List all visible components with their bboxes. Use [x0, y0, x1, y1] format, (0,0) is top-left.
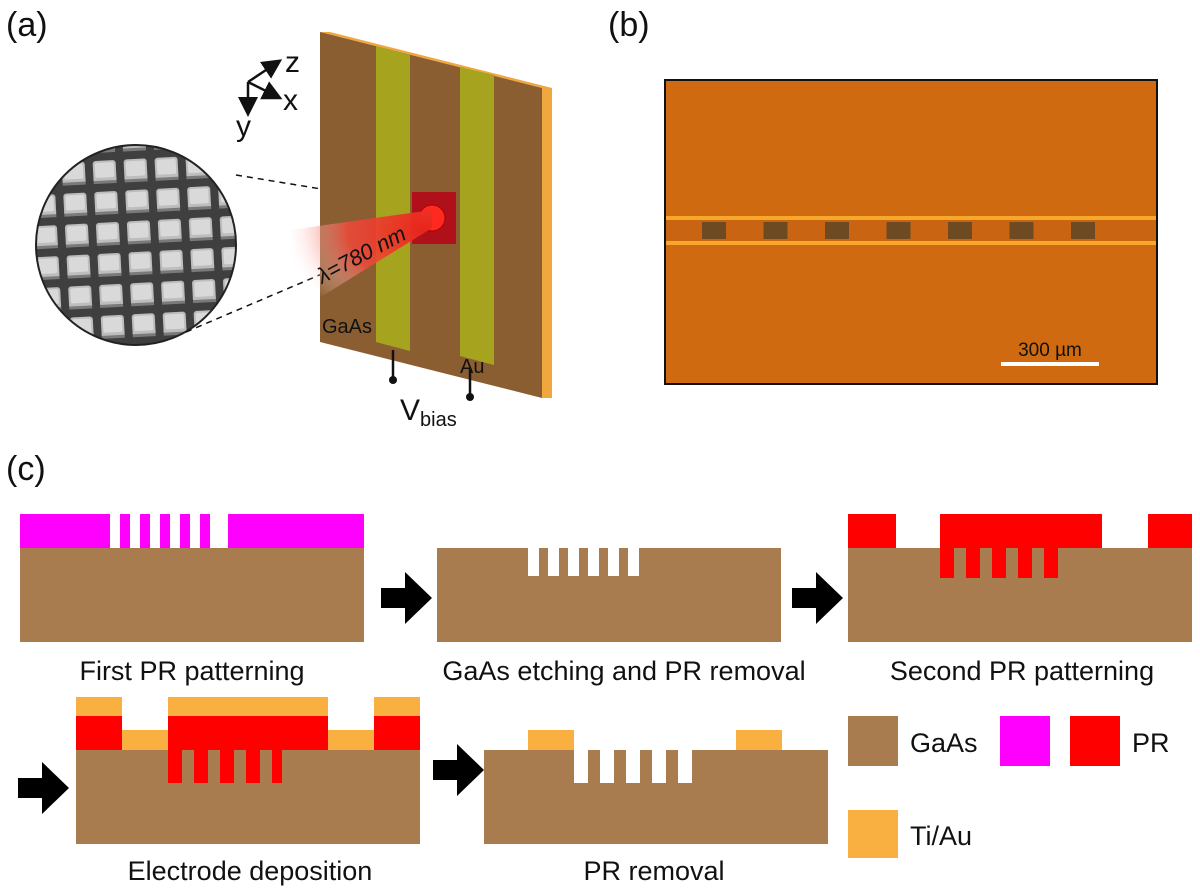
laser-beam [290, 210, 432, 310]
bias-leads: Vbias [389, 350, 474, 431]
sem-inset [35, 144, 237, 346]
step-4-diagram [76, 697, 420, 844]
axes-icon: z x y [236, 46, 300, 143]
legend-label-tiau: Ti/Au [910, 821, 972, 851]
scalebar-label: 300 µm [1018, 340, 1082, 361]
panel-b: (b) 300 µm [608, 6, 1158, 385]
detector-pad [702, 222, 726, 239]
arrow-right-icon [433, 744, 484, 796]
axis-y-label: y [236, 110, 251, 143]
step-3-caption: Second PR patterning [890, 656, 1154, 686]
electrode-line-bottom [666, 241, 1156, 245]
step-1-caption: First PR patterning [79, 656, 304, 686]
au-stripe-left [376, 46, 410, 351]
detector-pad [763, 222, 788, 239]
arrow-right-icon [18, 762, 69, 814]
legend-swatch-gaas [848, 716, 898, 766]
electrode-line-top [666, 216, 1156, 220]
legend-swatch-pr1 [1000, 716, 1050, 766]
slab-side-edge [542, 88, 552, 398]
detector-pads [702, 222, 1095, 239]
step-2-diagram [437, 548, 781, 642]
scalebar [1001, 362, 1099, 366]
panel-b-label: (b) [608, 6, 650, 44]
step-1-diagram [20, 514, 364, 642]
axis-z-label: z [285, 46, 300, 79]
detector-pad [1009, 222, 1034, 239]
legend-swatch-tiau [848, 810, 898, 858]
step-5-diagram [484, 730, 828, 844]
vbias-label: Vbias [400, 394, 457, 431]
step-2-caption: GaAs etching and PR removal [442, 656, 805, 686]
detector-pad [1071, 222, 1095, 239]
slab-top-edge [320, 32, 552, 88]
axis-x-label: x [283, 84, 298, 117]
step-3-diagram [848, 514, 1192, 642]
gaas-label: GaAs [322, 316, 372, 338]
detector-pad [825, 222, 849, 239]
detector-pad [948, 222, 972, 239]
panel-a: (a) z x y [6, 6, 552, 431]
device-slab [320, 32, 552, 398]
panel-c-label: (c) [6, 450, 46, 488]
detector-pad [886, 222, 911, 239]
au-label: Au [460, 356, 484, 378]
legend: GaAs PR Ti/Au [848, 716, 1170, 858]
step-4-caption: Electrode deposition [128, 856, 373, 886]
legend-swatch-pr2 [1070, 716, 1120, 766]
arrow-right-icon [792, 572, 843, 624]
panel-c: (c) First PR patterning GaAs etching and… [6, 450, 1192, 886]
panel-a-label: (a) [6, 6, 48, 44]
au-stripe-right [460, 67, 494, 365]
legend-label-gaas: GaAs [910, 728, 978, 758]
legend-label-pr: PR [1132, 728, 1170, 758]
step-5-caption: PR removal [583, 856, 724, 886]
arrow-right-icon [381, 572, 432, 624]
